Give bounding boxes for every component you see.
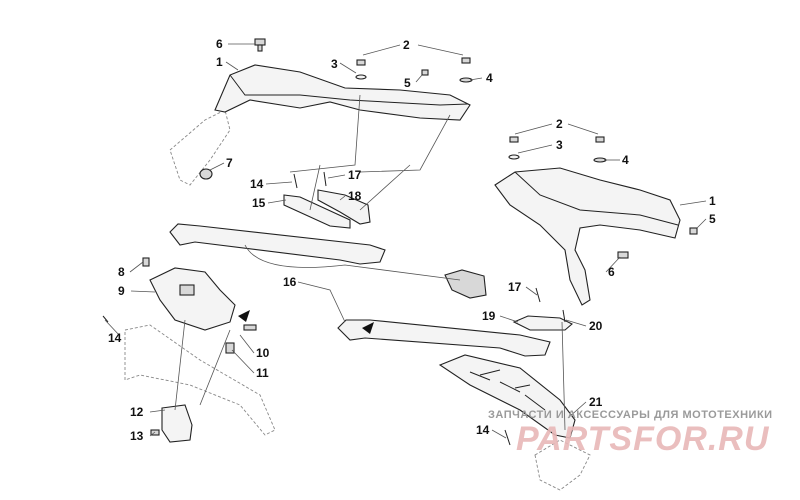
callout-16: 16 [283, 275, 297, 289]
frame-outline-lower-left [124, 324, 276, 436]
callout-5-right: 5 [709, 212, 716, 226]
rivet-17-lower [535, 287, 541, 303]
rivet-14-lower [504, 429, 511, 446]
fastener-2-4-top-right [459, 57, 473, 83]
side-panel-right [494, 167, 681, 306]
fastener-2-4-right [593, 136, 607, 163]
callout-10: 10 [256, 346, 270, 360]
fastener-8 [142, 257, 150, 267]
callout-3-top: 3 [331, 57, 338, 71]
callout-7: 7 [226, 156, 233, 170]
callout-14-lower: 14 [476, 423, 490, 437]
fastener-6-right [617, 251, 629, 259]
footrest-plate-21-cutouts [469, 369, 546, 411]
fastener-5-top [421, 69, 429, 76]
footrest-plate-21 [438, 354, 576, 439]
callout-8: 8 [118, 265, 125, 279]
guide-lines [174, 94, 566, 431]
fastener-5-right [689, 227, 698, 235]
side-panel-left [214, 64, 471, 121]
callout-17-lower: 17 [508, 280, 522, 294]
arrow-marker-left [238, 310, 250, 322]
rivet-14-upper [293, 173, 298, 189]
callout-11: 11 [256, 366, 269, 380]
callout-21: 21 [589, 395, 603, 409]
callout-6-right: 6 [608, 265, 615, 279]
fastener-6-top [254, 38, 266, 52]
running-board-rail-upper [169, 223, 386, 265]
callout-15: 15 [252, 196, 266, 210]
strap-18 [317, 189, 371, 225]
watermark-logo: PARTSFOR.RU [516, 420, 770, 458]
callout-18: 18 [348, 189, 362, 203]
callout-14-left: 14 [108, 331, 122, 345]
running-board-rail-lower [337, 319, 551, 357]
callout-1-right: 1 [709, 194, 716, 208]
bracket-19 [444, 269, 487, 299]
fastener-10 [243, 324, 257, 331]
fastener-2-3-top-left [355, 59, 367, 80]
callout-19: 19 [482, 309, 496, 323]
callout-17-upper: 17 [348, 168, 362, 182]
mount-plate-9 [149, 267, 236, 331]
grommet-7 [199, 168, 213, 180]
bracket-12 [161, 404, 193, 443]
callout-2-top: 2 [403, 38, 410, 52]
callout-13: 13 [130, 429, 144, 443]
callout-3-right: 3 [556, 138, 563, 152]
strap-20 [512, 315, 573, 331]
frame-outline-lower-right [534, 439, 591, 491]
side-panel-right-edge [514, 171, 679, 226]
callout-12: 12 [130, 405, 144, 419]
nut-11 [225, 342, 235, 354]
callout-6-top: 6 [216, 37, 223, 51]
callout-5-top: 5 [404, 76, 411, 90]
frame-outline-upper-left [169, 109, 231, 186]
rivet-20 [562, 309, 566, 323]
side-panel-left-edge [229, 74, 469, 106]
callout-2-right: 2 [556, 117, 563, 131]
callout-14-upper: 14 [250, 177, 264, 191]
watermark-tagline: ЗАПЧАСТИ И АКСЕССУАРЫ ДЛЯ МОТОТЕХНИКИ [488, 409, 773, 421]
callout-4-right: 4 [622, 153, 629, 167]
callout-4-top: 4 [486, 71, 493, 85]
callout-9: 9 [118, 284, 125, 298]
strap-15 [283, 194, 351, 229]
callout-20: 20 [589, 319, 603, 333]
rivet-17-upper [323, 171, 327, 187]
callout-1-top: 1 [216, 55, 223, 69]
leader-lines [104, 43, 707, 439]
rivet-14-left [102, 315, 109, 323]
mount-plate-9-slot [179, 284, 195, 296]
arrow-marker-right [362, 322, 374, 334]
fastener-2-3-right [508, 136, 520, 160]
